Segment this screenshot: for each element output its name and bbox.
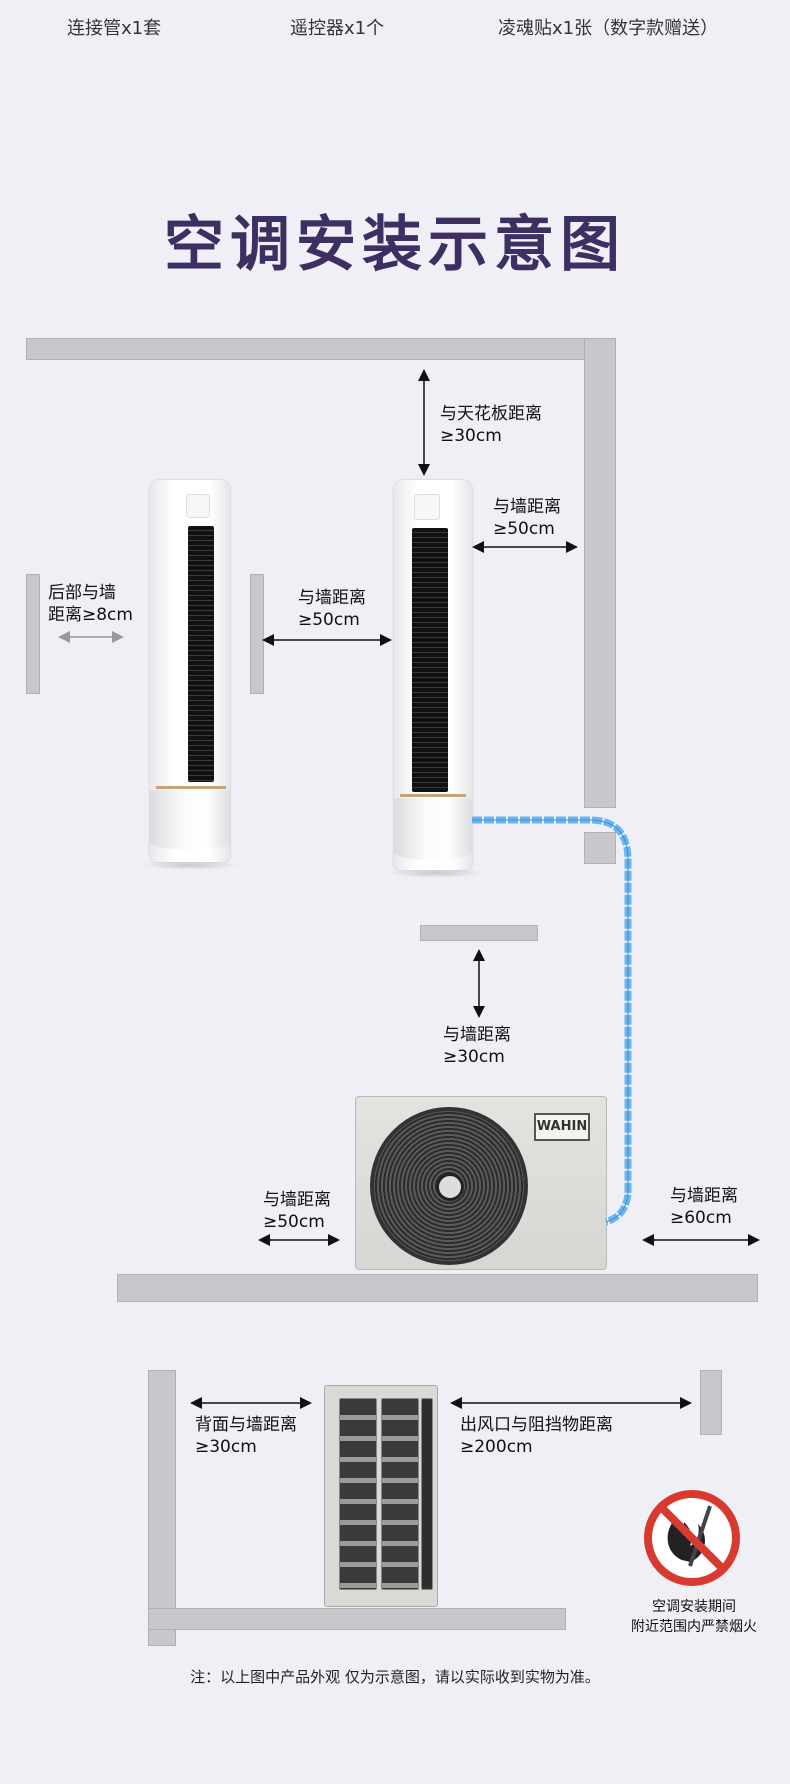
outlet-label-line1: 出风口与阻挡物距离: [460, 1415, 613, 1435]
odu-top-clearance-label: 与墙距离 ≥30cm: [443, 1024, 511, 1068]
ceiling-label-line2: ≥30cm: [440, 426, 502, 446]
back-side-clearance-label: 背面与墙距离 ≥30cm: [195, 1414, 297, 1458]
odu-right-clearance-label: 与墙距离 ≥60cm: [670, 1185, 738, 1229]
indoor-unit-1-grill: [188, 526, 214, 782]
ceiling-clearance-label: 与天花板距离 ≥30cm: [440, 403, 542, 447]
wall-right-clearance-label: 与墙距离 ≥50cm: [493, 496, 561, 540]
fire-warning-text: 空调安装期间 附近范围内严禁烟火: [594, 1597, 790, 1637]
outdoor-unit-rear-vent-right: [381, 1398, 419, 1590]
right-wall-lower: [584, 832, 616, 864]
indoor-unit-2-shadow: [386, 868, 486, 878]
outdoor-unit-rear: [324, 1385, 438, 1607]
bottom-right-obstacle: [700, 1370, 722, 1435]
back-wall-label-line1: 后部与墙: [48, 583, 116, 603]
outdoor-unit-rear-vent-left: [339, 1398, 377, 1590]
odu-right-label-line2: ≥60cm: [670, 1208, 732, 1228]
warning-line1: 空调安装期间: [652, 1599, 736, 1615]
indoor-unit-1-display: [186, 494, 210, 518]
indoor-unit-1-band: [156, 786, 226, 789]
back-side-label-line2: ≥30cm: [195, 1437, 257, 1457]
ceiling-label-line1: 与天花板距离: [440, 404, 542, 424]
bottom-floor: [148, 1608, 566, 1630]
odu-left-label-line1: 与墙距离: [263, 1190, 331, 1210]
wall-mid-label-line1: 与墙距离: [298, 588, 366, 608]
back-wall-left: [26, 574, 40, 694]
wall-mid-label-line2: ≥50cm: [298, 610, 360, 630]
disclaimer-note: 注：以上图中产品外观 仅为示意图，请以实际收到实物为准。: [190, 1668, 600, 1686]
back-side-label-line1: 背面与墙距离: [195, 1415, 297, 1435]
indoor-unit-1: [150, 480, 230, 862]
indoor-unit-2-display: [414, 494, 440, 520]
indoor-unit-1-shadow: [140, 860, 240, 870]
odu-upper-wall: [420, 925, 538, 941]
no-fire-icon: [644, 1490, 740, 1586]
indoor-unit-2-base: [394, 798, 472, 860]
ground-slab: [117, 1274, 758, 1302]
bottom-left-wall: [148, 1370, 176, 1646]
accessory-sticker: 凌魂贴x1张（数字款赠送）: [498, 18, 719, 39]
wall-mid-clearance-label: 与墙距离 ≥50cm: [298, 587, 366, 631]
warning-line2: 附近范围内严禁烟火: [631, 1619, 757, 1635]
indoor-unit-2: [394, 480, 472, 870]
refrigerant-pipe: [472, 816, 632, 1226]
right-wall-upper: [584, 338, 616, 808]
outlet-label-line2: ≥200cm: [460, 1437, 533, 1457]
back-wall-clearance-label: 后部与墙 距离≥8cm: [48, 582, 133, 626]
odu-top-label-line1: 与墙距离: [443, 1025, 511, 1045]
outdoor-unit-logo: WAHIN: [534, 1113, 590, 1141]
page-title: 空调安装示意图: [164, 210, 626, 280]
wall-right-label-line1: 与墙距离: [493, 497, 561, 517]
accessory-remote: 遥控器x1个: [290, 18, 385, 39]
outdoor-unit: WAHIN: [355, 1096, 607, 1270]
outdoor-unit-rear-side: [421, 1398, 433, 1590]
outlet-clearance-label: 出风口与阻挡物距离 ≥200cm: [460, 1414, 613, 1458]
odu-left-label-line2: ≥50cm: [263, 1212, 325, 1232]
odu-left-clearance-label: 与墙距离 ≥50cm: [263, 1189, 331, 1233]
indoor-unit-2-grill: [412, 528, 448, 792]
odu-right-label-line1: 与墙距离: [670, 1186, 738, 1206]
refrigerant-pipe-outline: [472, 819, 629, 1223]
odu-top-label-line2: ≥30cm: [443, 1047, 505, 1067]
accessory-pipe: 连接管x1套: [67, 18, 162, 39]
indoor-unit-1-base: [150, 790, 230, 850]
indoor-unit-2-band: [400, 794, 466, 797]
wall-right-label-line2: ≥50cm: [493, 519, 555, 539]
back-wall-label-line2: 距离≥8cm: [48, 605, 133, 625]
outdoor-unit-fan-hub: [436, 1173, 464, 1201]
